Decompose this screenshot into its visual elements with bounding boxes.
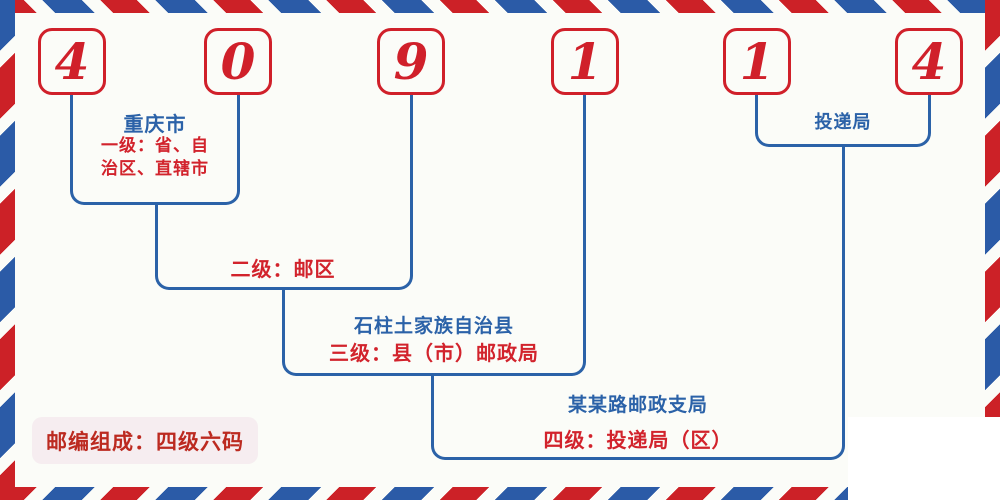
- postcode-composition-text: 邮编组成：四级六码: [46, 429, 244, 454]
- level4-desc-label: 四级：投递局（区）: [543, 430, 733, 452]
- level3-place-label: 石柱土家族自治县: [353, 316, 514, 337]
- connector-level3-right: [434, 95, 586, 376]
- connector-level2-right: [285, 95, 413, 290]
- level1-desc-line2: 治区、直辖市: [101, 159, 209, 178]
- connector-delivery-left: [755, 95, 843, 147]
- connector-level4-right: [638, 145, 845, 460]
- level4-place-label: 某某路邮政支局: [567, 395, 708, 416]
- connector-delivery-right: [843, 95, 931, 147]
- connector-level2-left: [155, 202, 285, 290]
- digit-box-1: 4: [38, 28, 106, 95]
- airmail-border-left: [0, 0, 15, 500]
- digit-box-5: 1: [723, 28, 791, 95]
- digit-box-2: 0: [204, 28, 272, 95]
- corner-white-patch: [848, 417, 1000, 500]
- connector-level3-left: [282, 287, 434, 376]
- postcode-composition-badge: 邮编组成：四级六码: [32, 417, 258, 464]
- airmail-border-top: [0, 0, 1000, 13]
- level1-place-label: 重庆市: [123, 114, 187, 136]
- level1-desc-label: 一级：省、自 治区、直辖市: [64, 134, 246, 180]
- connector-level4-left: [431, 373, 638, 460]
- level2-desc-label: 二级：邮区: [230, 259, 336, 281]
- connector-level1-left: [70, 95, 158, 205]
- level1-desc-line1: 一级：省、自: [101, 136, 209, 155]
- connector-level1-right: [158, 95, 240, 205]
- delivery-office-label: 投递局: [814, 112, 872, 132]
- level3-desc-label: 三级：县（市）邮政局: [329, 343, 539, 365]
- digit-box-4: 1: [551, 28, 619, 95]
- digit-box-3: 9: [377, 28, 445, 95]
- digit-box-6: 4: [895, 28, 963, 95]
